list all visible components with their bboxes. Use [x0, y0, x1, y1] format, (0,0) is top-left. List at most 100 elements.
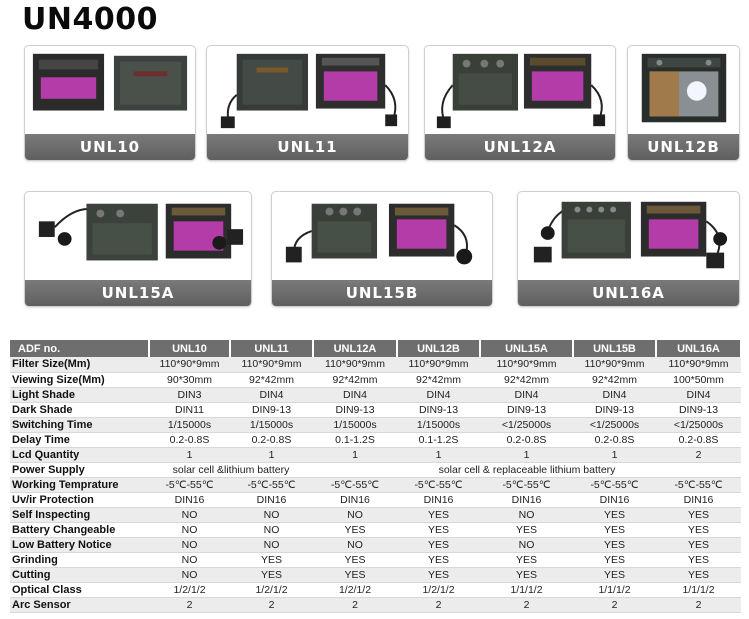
table-cell: DIN16	[149, 492, 230, 508]
table-cell: NO	[149, 552, 230, 568]
row-label: Uv/ir Protection	[10, 492, 149, 508]
column-header: UNL11	[230, 340, 314, 357]
table-cell: DIN4	[397, 387, 480, 403]
table-cell: 110*90*9mm	[230, 357, 313, 373]
table-cell: YES	[573, 567, 656, 583]
table-cell: YES	[397, 537, 480, 553]
table-cell: YES	[397, 567, 480, 583]
table-cell: 92*42mm	[573, 372, 656, 388]
table-cell: YES	[573, 522, 656, 538]
row-label: Filter Size(Mm)	[10, 357, 149, 373]
table-cell: 0.2-0.8S	[573, 432, 656, 448]
table-cell: DIN16	[230, 492, 313, 508]
row-label: Grinding	[10, 552, 149, 568]
table-cell: DIN4	[573, 387, 656, 403]
table-cell: DIN3	[149, 387, 230, 403]
table-cell: YES	[397, 507, 480, 523]
product-card-unl15a[interactable]: UNL15A	[24, 191, 252, 307]
row-label: Viewing Size(Mm)	[10, 372, 149, 388]
table-cell: 0.2-0.8S	[656, 432, 741, 448]
table-cell: 2	[573, 597, 656, 613]
table-cell: YES	[480, 552, 573, 568]
product-card-unl11[interactable]: UNL11	[206, 45, 409, 161]
table-cell: DIN4	[480, 387, 573, 403]
product-label-unl11: UNL11	[207, 134, 408, 160]
table-cell: 2	[656, 447, 741, 463]
table-cell: 1	[313, 447, 397, 463]
table-cell: DIN4	[313, 387, 397, 403]
product-card-unl16a[interactable]: UNL16A	[517, 191, 740, 307]
product-card-unl12b[interactable]: UNL12B	[627, 45, 740, 161]
table-cell: NO	[230, 507, 313, 523]
table-cell: NO	[313, 507, 397, 523]
row-label: Arc Sensor	[10, 597, 149, 613]
table-cell: DIN11	[149, 402, 230, 418]
table-cell: NO	[149, 507, 230, 523]
table-cell: 1/15000s	[397, 417, 480, 433]
table-cell: 1/15000s	[149, 417, 230, 433]
row-label: Lcd Quantity	[10, 447, 149, 463]
table-cell: DIN9-13	[573, 402, 656, 418]
table-cell: YES	[656, 507, 741, 523]
table-cell: 2	[230, 597, 313, 613]
row-label: Dark Shade	[10, 402, 149, 418]
table-cell: DIN9-13	[480, 402, 573, 418]
table-cell: <1/25000s	[480, 417, 573, 433]
table-cell: NO	[149, 522, 230, 538]
column-header: UNL16A	[656, 340, 742, 357]
table-cell: YES	[313, 522, 397, 538]
table-cell: YES	[573, 552, 656, 568]
table-cell: DIN16	[313, 492, 397, 508]
table-cell: 1/15000s	[313, 417, 397, 433]
table-cell: 92*42mm	[230, 372, 313, 388]
table-cell: NO	[149, 567, 230, 583]
table-cell: -5℃-55℃	[313, 477, 397, 493]
table-cell: YES	[397, 522, 480, 538]
table-cell: 110*90*9mm	[313, 357, 397, 373]
product-card-unl12a[interactable]: UNL12A	[424, 45, 616, 161]
table-cell: DIN16	[480, 492, 573, 508]
product-label-unl10: UNL10	[25, 134, 195, 160]
table-cell: DIN16	[573, 492, 656, 508]
product-card-unl10[interactable]: UNL10	[24, 45, 196, 161]
table-cell: YES	[656, 522, 741, 538]
table-cell: -5℃-55℃	[573, 477, 656, 493]
table-cell: DIN9-13	[397, 402, 480, 418]
table-cell: 1/1/1/2	[480, 582, 573, 598]
table-cell: 0.2-0.8S	[480, 432, 573, 448]
table-cell: 100*50mm	[656, 372, 741, 388]
table-cell: 92*42mm	[480, 372, 573, 388]
table-cell: NO	[230, 522, 313, 538]
table-cell: 90*30mm	[149, 372, 230, 388]
table-cell: <1/25000s	[656, 417, 741, 433]
table-cell: DIN9-13	[313, 402, 397, 418]
table-cell: 1	[573, 447, 656, 463]
table-cell: 1/1/1/2	[656, 582, 741, 598]
product-label-unl15a: UNL15A	[25, 280, 251, 306]
table-cell: 1	[230, 447, 313, 463]
table-cell: 110*90*9mm	[573, 357, 656, 373]
table-cell: YES	[573, 507, 656, 523]
product-image-unl15a	[25, 192, 251, 280]
table-cell: -5℃-55℃	[149, 477, 230, 493]
table-cell: 1/2/1/2	[149, 582, 230, 598]
table-cell: 92*42mm	[313, 372, 397, 388]
table-cell: 92*42mm	[397, 372, 480, 388]
column-header: UNL12B	[397, 340, 481, 357]
product-card-unl15b[interactable]: UNL15B	[271, 191, 493, 307]
table-cell: 110*90*9mm	[149, 357, 230, 373]
product-image-unl12a	[425, 46, 615, 134]
table-cell: DIN4	[230, 387, 313, 403]
table-cell: -5℃-55℃	[230, 477, 313, 493]
table-cell: YES	[656, 567, 741, 583]
table-cell: -5℃-55℃	[397, 477, 480, 493]
table-cell: 0.1-1.2S	[397, 432, 480, 448]
